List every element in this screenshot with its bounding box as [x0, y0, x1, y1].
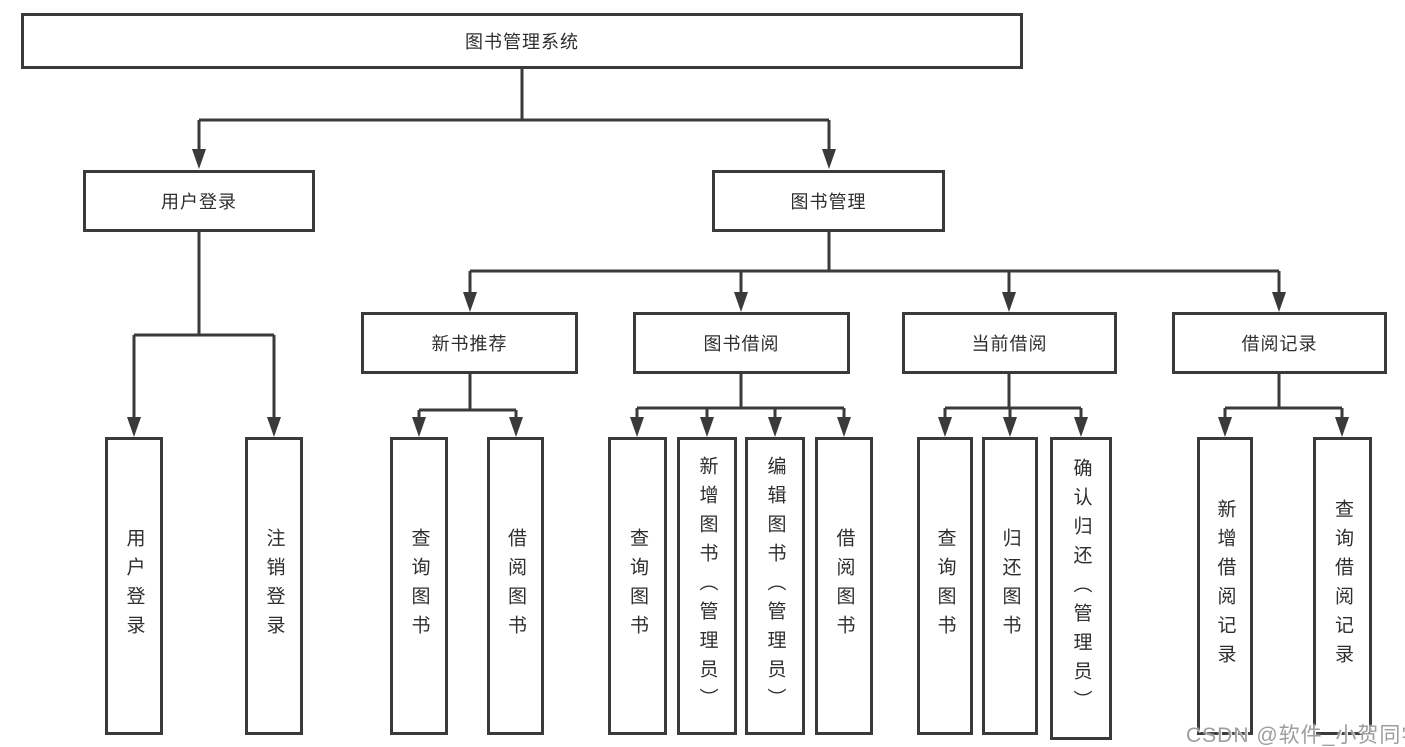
csdn-watermark: CSDN @软件_小贺同学	[1186, 724, 1405, 747]
leaf-logout-label: 注销登录	[263, 528, 285, 644]
node-new-book-recommend: 新书推荐	[361, 312, 578, 374]
leaf-query-books-current-label: 查询图书	[934, 528, 956, 644]
leaf-edit-books-admin: 编辑图书（管理员）	[745, 437, 805, 735]
leaf-return-books: 归还图书	[982, 437, 1038, 735]
leaf-logout: 注销登录	[245, 437, 303, 735]
node-current-borrowing-label: 当前借阅	[971, 334, 1048, 354]
node-root-system-label: 图书管理系统	[465, 32, 579, 52]
leaf-add-books-admin-label: 新增图书（管理员）	[696, 455, 718, 717]
leaf-add-books-admin: 新增图书（管理员）	[677, 437, 737, 735]
leaf-user-login: 用户登录	[105, 437, 163, 735]
node-book-borrowing: 图书借阅	[633, 312, 850, 374]
leaf-confirm-return-admin: 确认归还（管理员）	[1050, 437, 1112, 740]
leaf-query-books-borrowing: 查询图书	[608, 437, 667, 735]
leaf-add-borrow-record-label: 新增借阅记录	[1214, 499, 1236, 673]
leaf-add-borrow-record: 新增借阅记录	[1197, 437, 1253, 735]
leaf-borrow-books-label: 借阅图书	[833, 528, 855, 644]
node-new-book-recommend-label: 新书推荐	[431, 334, 508, 354]
node-user-login-label: 用户登录	[161, 192, 237, 212]
leaf-query-books-borrowing-label: 查询图书	[627, 528, 648, 644]
leaf-borrow-books: 借阅图书	[815, 437, 873, 735]
leaf-query-borrow-record-label: 查询借阅记录	[1332, 499, 1353, 673]
leaf-query-books-current: 查询图书	[917, 437, 973, 735]
node-book-borrowing-label: 图书借阅	[703, 334, 780, 354]
leaf-edit-books-admin-label: 编辑图书（管理员）	[764, 455, 786, 717]
leaf-query-borrow-record: 查询借阅记录	[1313, 437, 1372, 735]
node-borrow-records-label: 借阅记录	[1241, 334, 1318, 354]
leaf-return-books-label: 归还图书	[999, 528, 1021, 644]
node-root-system: 图书管理系统	[21, 13, 1023, 69]
leaf-borrow-books-recommend-label: 借阅图书	[505, 528, 526, 644]
leaf-borrow-books-recommend: 借阅图书	[487, 437, 544, 735]
leaf-query-books-recommend: 查询图书	[390, 437, 448, 735]
node-book-management-label: 图书管理	[790, 192, 867, 212]
arrowheads	[127, 149, 1349, 437]
node-borrow-records: 借阅记录	[1172, 312, 1387, 374]
node-user-login: 用户登录	[83, 170, 315, 232]
node-current-borrowing: 当前借阅	[902, 312, 1117, 374]
leaf-confirm-return-admin-label: 确认归还（管理员）	[1070, 458, 1092, 719]
node-book-management: 图书管理	[712, 170, 945, 232]
leaf-query-books-recommend-label: 查询图书	[408, 528, 430, 644]
leaf-user-login-label: 用户登录	[123, 528, 145, 644]
